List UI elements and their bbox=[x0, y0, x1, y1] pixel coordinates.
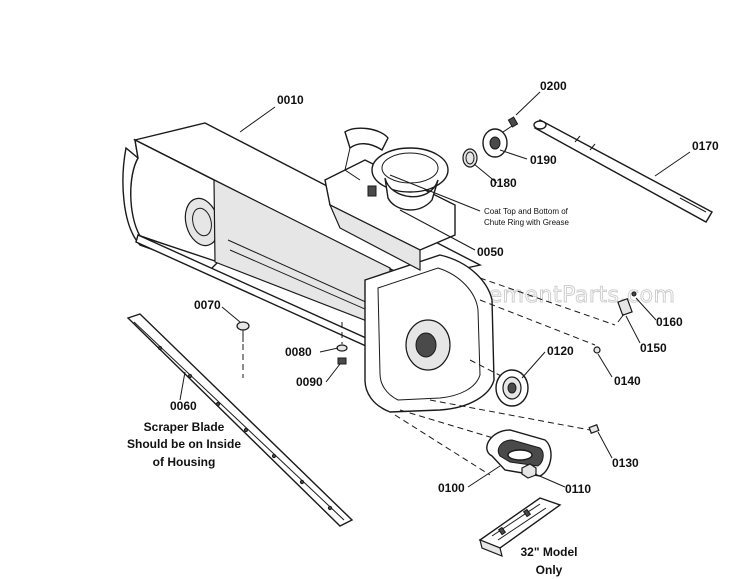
assembly-lines bbox=[394, 277, 616, 476]
callout-0080: 0080 bbox=[285, 345, 312, 359]
auger-shaft bbox=[533, 119, 713, 223]
callout-0190: 0190 bbox=[530, 153, 557, 167]
scraper-note-line-3: of Housing bbox=[153, 455, 216, 469]
scraper-blade bbox=[126, 313, 354, 527]
grease-note: Coat Top and Bottom of Chute Ring with G… bbox=[484, 207, 569, 227]
callout-0090: 0090 bbox=[296, 375, 323, 389]
model-note-line-1: 32" Model bbox=[520, 545, 577, 559]
callout-0060: 0060 bbox=[170, 399, 197, 413]
upper-hardware bbox=[462, 116, 519, 168]
hex-nut bbox=[521, 463, 537, 479]
callout-0100: 0100 bbox=[438, 481, 465, 495]
model-note-line-2: Only bbox=[536, 563, 563, 577]
callout-0110: 0110 bbox=[565, 482, 591, 496]
bearing-flange bbox=[495, 369, 529, 407]
carriage-bolt bbox=[236, 321, 250, 378]
callout-0010: 0010 bbox=[277, 93, 304, 107]
callout-0200: 0200 bbox=[540, 79, 567, 93]
callout-0050: 0050 bbox=[477, 245, 504, 259]
flange-bolt bbox=[588, 424, 600, 434]
washer-and-nut bbox=[336, 322, 348, 365]
auger-housing bbox=[122, 122, 495, 413]
callout-0140: 0140 bbox=[614, 374, 641, 388]
grease-note-line-1: Coat Top and Bottom of bbox=[484, 207, 569, 216]
model-note: 32" Model Only bbox=[520, 545, 577, 577]
callout-labels: 0010 0200 0170 0190 0180 0050 0160 0150 … bbox=[170, 79, 719, 496]
grease-note-line-2: Chute Ring with Grease bbox=[484, 218, 569, 227]
scraper-note-line-2: Should be on Inside bbox=[127, 437, 241, 451]
callout-0120: 0120 bbox=[547, 344, 574, 358]
bearing-housing bbox=[486, 429, 552, 477]
callout-0130: 0130 bbox=[612, 456, 639, 470]
callout-0150: 0150 bbox=[640, 341, 667, 355]
callout-0070: 0070 bbox=[194, 298, 221, 312]
callout-0170: 0170 bbox=[692, 139, 719, 153]
right-hardware bbox=[593, 291, 637, 354]
callout-0180: 0180 bbox=[490, 176, 517, 190]
leader-lines bbox=[179, 91, 691, 488]
scraper-note: Scraper Blade Should be on Inside of Hou… bbox=[127, 420, 241, 469]
callout-0160: 0160 bbox=[656, 315, 683, 329]
scraper-note-line-1: Scraper Blade bbox=[144, 420, 225, 434]
model-skid-tray bbox=[478, 497, 562, 557]
